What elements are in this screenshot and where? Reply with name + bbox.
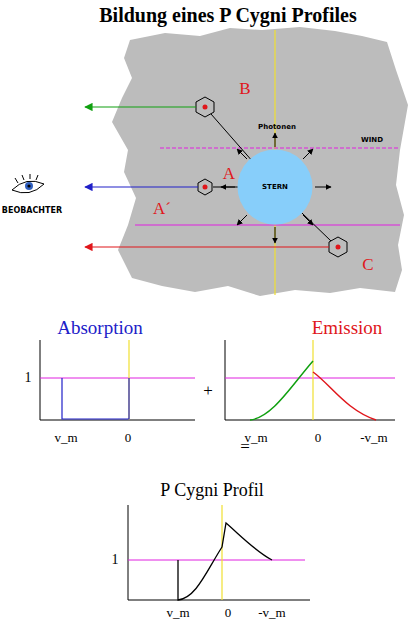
ray-arrow: [85, 186, 198, 187]
atom-dot: [203, 105, 208, 110]
axis-tick: v_m: [166, 606, 189, 619]
node-shape: [238, 150, 313, 225]
axis-value: 1: [112, 553, 119, 567]
ray-arrow: [85, 246, 329, 247]
atom-dot: [203, 185, 208, 190]
plot-title: P Cygni Profil: [160, 481, 263, 499]
region-letter: A: [223, 165, 235, 182]
axis-tick: -v_m: [258, 606, 285, 619]
star-circle: STERN: [237, 149, 313, 225]
axis-value: 1: [25, 371, 32, 385]
photon-label: Photonen: [258, 124, 296, 131]
axis-tick: -v_m: [360, 431, 387, 444]
axis-tick: 0: [225, 606, 232, 619]
plot-title: Emission: [312, 318, 383, 337]
wind-cloud: [112, 27, 408, 296]
wind-boundary: [160, 148, 400, 149]
eye-symbol: [12, 174, 44, 193]
axis-tick: 0: [125, 431, 132, 444]
region-letter: B: [239, 80, 250, 97]
absorption-plot: [40, 340, 195, 420]
p-cygni-plot: [128, 505, 310, 600]
emission-plot: [225, 340, 395, 420]
operator-sign: =: [240, 438, 250, 455]
ray-arrow: [85, 106, 196, 107]
atom-dot: [336, 245, 341, 250]
photon-arrows: [221, 133, 331, 243]
region-letter: A´: [153, 200, 171, 217]
operator-sign: +: [203, 382, 213, 399]
diagram-title: Bildung eines P Cygni Profiles: [99, 5, 356, 25]
region-letter: C: [362, 256, 373, 273]
axis-tick: v_m: [54, 431, 77, 444]
wind-label: WIND: [361, 137, 383, 144]
atom-hexagon: [196, 97, 214, 117]
axis-tick: 0: [315, 431, 322, 444]
observer-label: BEOBACHTER: [2, 207, 62, 215]
plot-title: Absorption: [57, 318, 143, 337]
atom-hexagon: [198, 179, 212, 195]
wind-boundary: [135, 225, 400, 226]
atom-hexagon: [329, 237, 347, 257]
node-label: STERN: [262, 183, 288, 191]
